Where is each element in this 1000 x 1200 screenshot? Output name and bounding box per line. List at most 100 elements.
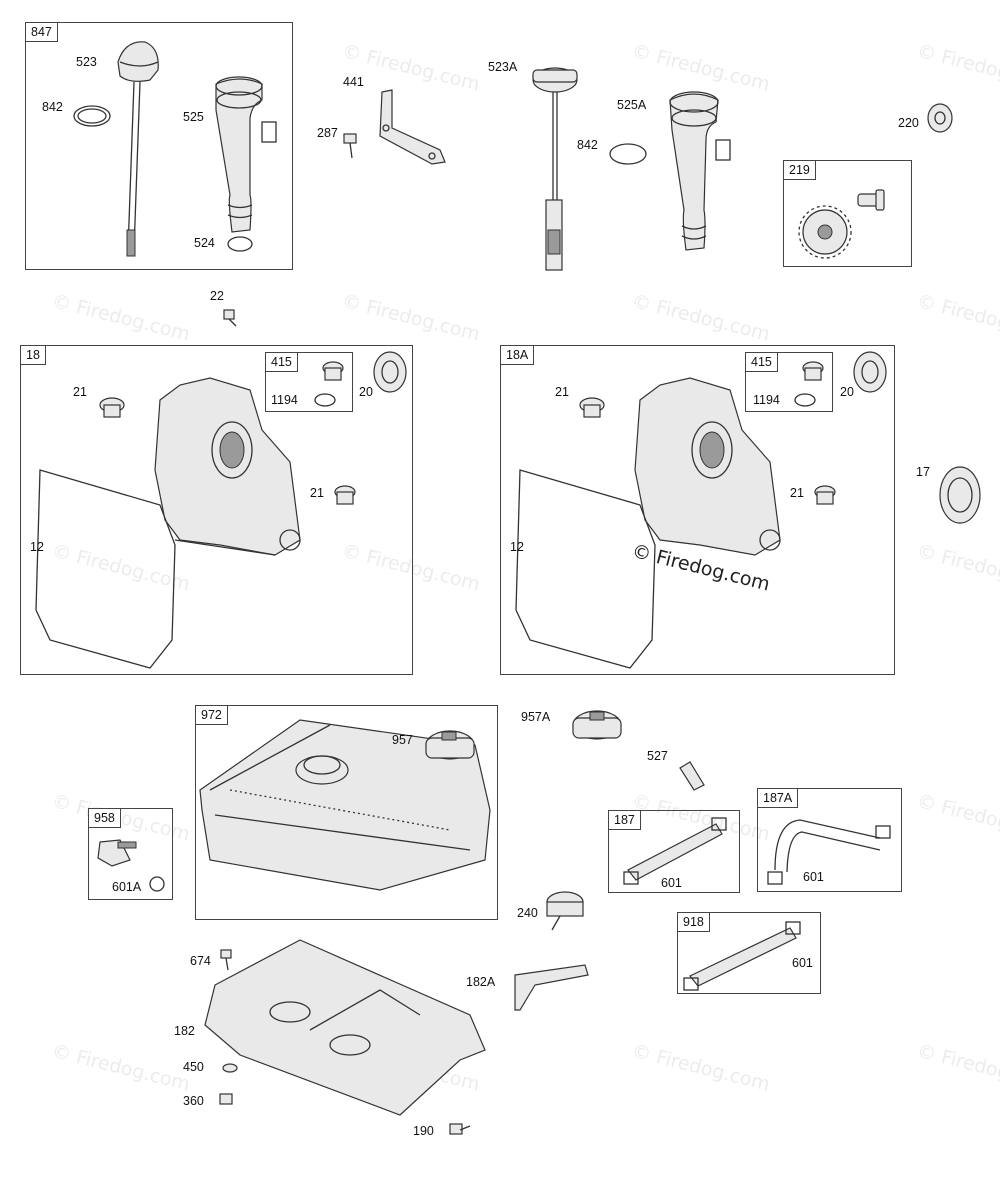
part-label: 523A [488, 60, 518, 74]
part-label: 360 [183, 1094, 204, 1108]
group-972-frame: 972 [195, 705, 498, 920]
fuel-tank [199, 719, 491, 891]
part-label: 527 [647, 749, 668, 763]
plug-21-right [334, 485, 356, 505]
governor-gear [798, 205, 852, 259]
group-tag: 187A [757, 788, 799, 808]
base-plate-182 [204, 939, 486, 1116]
part-label: 22 [210, 289, 224, 303]
part-label: 957A [521, 710, 551, 724]
dipstick-tube-525a [669, 91, 731, 251]
part-label: 287 [317, 126, 338, 140]
fuel-valve [97, 839, 137, 867]
part-label: 21 [310, 486, 324, 500]
bolt-287 [343, 133, 357, 159]
part-label: 21 [73, 385, 87, 399]
group-219-frame: 219 [783, 160, 912, 267]
o-ring-842 [73, 105, 111, 127]
part-label: 525 [183, 110, 204, 124]
fuel-cap-957a [572, 710, 622, 740]
group-tag: 187 [608, 810, 641, 830]
group-847-frame: 847 [25, 22, 293, 270]
nut-360 [219, 1093, 233, 1105]
part-label: 957 [392, 733, 413, 747]
bolt-190 [449, 1123, 471, 1135]
group-tag: 847 [25, 22, 58, 42]
part-label: 220 [898, 116, 919, 130]
plug-415 [794, 361, 824, 407]
part-label: 441 [343, 75, 364, 89]
group-415-frame: 415 [265, 352, 353, 412]
washer-450 [222, 1063, 238, 1073]
clamp-601a [149, 876, 165, 892]
group-tag: 219 [783, 160, 816, 180]
group-tag: 18 [20, 345, 46, 365]
o-ring-842 [609, 143, 647, 165]
part-label: 450 [183, 1060, 204, 1074]
group-918-frame: 918 [677, 912, 821, 994]
part-label: 20 [359, 385, 373, 399]
group-tag: 918 [677, 912, 710, 932]
group-18a-frame: 18A [500, 345, 895, 675]
bearing-17 [939, 466, 981, 524]
part-label: 21 [555, 385, 569, 399]
dipstick-523a [532, 67, 578, 271]
group-958-frame: 958 [88, 808, 173, 900]
seal-20 [853, 351, 887, 393]
group-tag: 415 [745, 352, 778, 372]
part-label: 601 [803, 870, 824, 884]
part-label: 21 [790, 486, 804, 500]
part-label: 17 [916, 465, 930, 479]
clip-527 [679, 761, 705, 791]
part-label: 523 [76, 55, 97, 69]
seal-20 [373, 351, 407, 393]
part-label: 20 [840, 385, 854, 399]
part-label: 190 [413, 1124, 434, 1138]
governor-shaft [857, 189, 885, 211]
o-ring-524 [227, 236, 253, 252]
plug-21-top [579, 397, 605, 418]
part-label: 1194 [753, 393, 780, 407]
part-label: 12 [30, 540, 44, 554]
fuel-line-187 [623, 817, 727, 885]
group-187a-frame: 187A [757, 788, 902, 892]
fuel-filter-240 [546, 891, 584, 931]
part-label: 240 [517, 906, 538, 920]
bracket-441 [379, 89, 446, 165]
gasket-12 [515, 469, 656, 669]
fuel-cap-957 [425, 730, 475, 760]
fuel-line-187a [767, 819, 891, 885]
part-label: 842 [577, 138, 598, 152]
bolt-22 [223, 309, 237, 327]
group-tag: 18A [500, 345, 535, 365]
part-label: 1194 [271, 393, 298, 407]
group-187-frame: 187 [608, 810, 740, 893]
fuel-line-918 [683, 921, 801, 991]
group-18-frame: 18 [20, 345, 413, 675]
plug-21-right [814, 485, 836, 505]
part-label: 601 [792, 956, 813, 970]
part-label: 525A [617, 98, 647, 112]
washer-220 [927, 103, 953, 133]
group-415-frame: 415 [745, 352, 833, 412]
group-tag: 415 [265, 352, 298, 372]
gasket-12 [35, 469, 176, 669]
bracket-182a [514, 964, 589, 1011]
part-label: 524 [194, 236, 215, 250]
part-label: 182A [466, 975, 496, 989]
part-label: 601 [661, 876, 682, 890]
part-label: 674 [190, 954, 211, 968]
group-tag: 958 [88, 808, 121, 828]
crankcase-cover [154, 377, 301, 556]
part-label: 182 [174, 1024, 195, 1038]
plug-415 [314, 361, 344, 407]
part-label: 842 [42, 100, 63, 114]
plug-21-top [99, 397, 125, 418]
part-label: 12 [510, 540, 524, 554]
part-label: 601A [112, 880, 142, 894]
group-tag: 972 [195, 705, 228, 725]
bolt-674 [220, 949, 232, 971]
dipstick-cap-523 [117, 41, 159, 257]
dipstick-tube-525 [215, 76, 277, 233]
